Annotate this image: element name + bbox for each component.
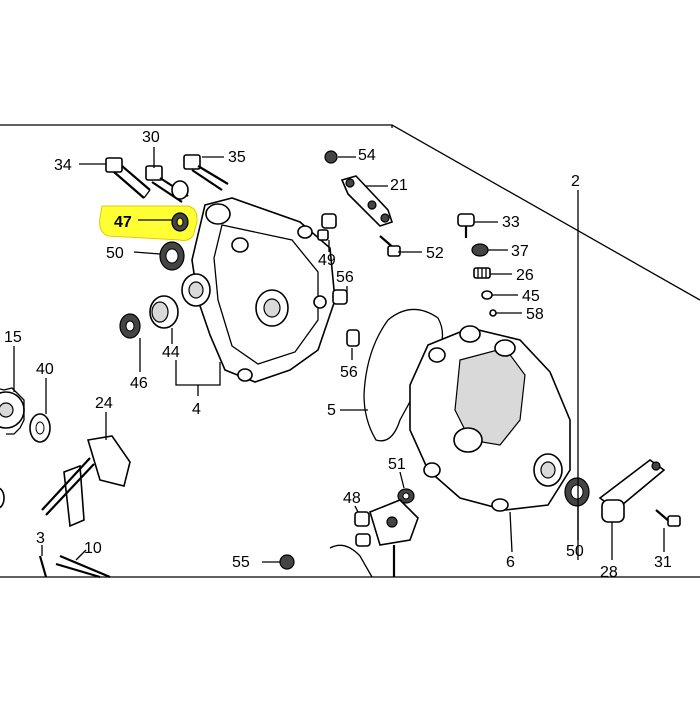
arm-28 xyxy=(598,459,666,523)
label-46: 46 xyxy=(130,375,148,392)
label-30: 30 xyxy=(142,129,160,146)
label-54: 54 xyxy=(358,147,376,164)
fork-24 xyxy=(41,435,131,528)
label-15: 15 xyxy=(4,329,22,346)
part-47-ring xyxy=(171,212,189,232)
label-2: 2 xyxy=(571,173,580,190)
washer-40 xyxy=(29,413,51,443)
seal-50-left xyxy=(159,241,185,271)
label-21: 21 xyxy=(390,177,408,194)
clip-lower xyxy=(329,544,373,578)
label-50-right: 50 xyxy=(566,543,584,560)
edge-part-left xyxy=(0,487,5,509)
label-24: 24 xyxy=(95,395,113,412)
shaft-10 xyxy=(55,554,111,579)
label-52: 52 xyxy=(426,245,444,262)
label-28: 28 xyxy=(600,564,618,581)
label-6: 6 xyxy=(506,554,515,571)
label-26: 26 xyxy=(516,267,534,284)
bearing-44 xyxy=(149,295,179,329)
frame-outline xyxy=(0,124,700,578)
label-5: 5 xyxy=(327,402,336,419)
label-3: 3 xyxy=(36,530,45,547)
bracket-lower xyxy=(369,499,419,577)
leader-lines xyxy=(13,147,665,563)
seal-51 xyxy=(397,488,415,504)
label-34: 34 xyxy=(54,157,72,174)
label-45: 45 xyxy=(522,288,540,305)
bolt-30 xyxy=(145,165,189,203)
bolt-31 xyxy=(655,509,681,527)
part-3 xyxy=(38,555,48,578)
label-40: 40 xyxy=(36,361,54,378)
label-49: 49 xyxy=(318,252,336,269)
seal-50-right xyxy=(564,477,590,507)
gear-15 xyxy=(0,387,25,435)
label-58: 58 xyxy=(526,306,544,323)
label-51: 51 xyxy=(388,456,406,473)
pin-56-top xyxy=(332,289,348,305)
label-33: 33 xyxy=(502,214,520,231)
bolt-33 xyxy=(457,213,475,238)
highlight-47 xyxy=(99,205,198,241)
label-4: 4 xyxy=(192,401,201,418)
label-35: 35 xyxy=(228,149,246,166)
label-44: 44 xyxy=(162,344,180,361)
bolt-35 xyxy=(183,154,229,191)
pin-56-mid xyxy=(346,329,360,347)
label-10: 10 xyxy=(84,540,102,557)
case-cover-4 xyxy=(181,197,336,383)
label-56-mid: 56 xyxy=(340,364,358,381)
collar-49 xyxy=(317,213,337,241)
gasket-5 xyxy=(363,308,444,442)
label-50-left: 50 xyxy=(106,245,124,262)
part-45 xyxy=(481,290,493,300)
label-48: 48 xyxy=(343,490,361,507)
bolt-34 xyxy=(105,157,151,199)
label-31: 31 xyxy=(654,554,672,571)
nut-55 xyxy=(279,554,295,570)
bolt-52 xyxy=(379,235,401,257)
label-56-top: 56 xyxy=(336,269,354,286)
label-37: 37 xyxy=(511,243,529,260)
arm-21 xyxy=(340,175,394,227)
part-labels: 30 34 35 54 21 2 47 50 33 37 49 52 26 56… xyxy=(4,129,672,581)
washer-37 xyxy=(471,243,489,257)
label-47: 47 xyxy=(114,214,132,231)
ball-58 xyxy=(489,309,497,317)
collar-48 xyxy=(354,511,371,547)
seal-46 xyxy=(119,313,141,339)
label-55: 55 xyxy=(232,554,250,571)
nut-54 xyxy=(324,150,338,164)
spring-26 xyxy=(473,267,491,279)
case-6 xyxy=(409,325,571,512)
